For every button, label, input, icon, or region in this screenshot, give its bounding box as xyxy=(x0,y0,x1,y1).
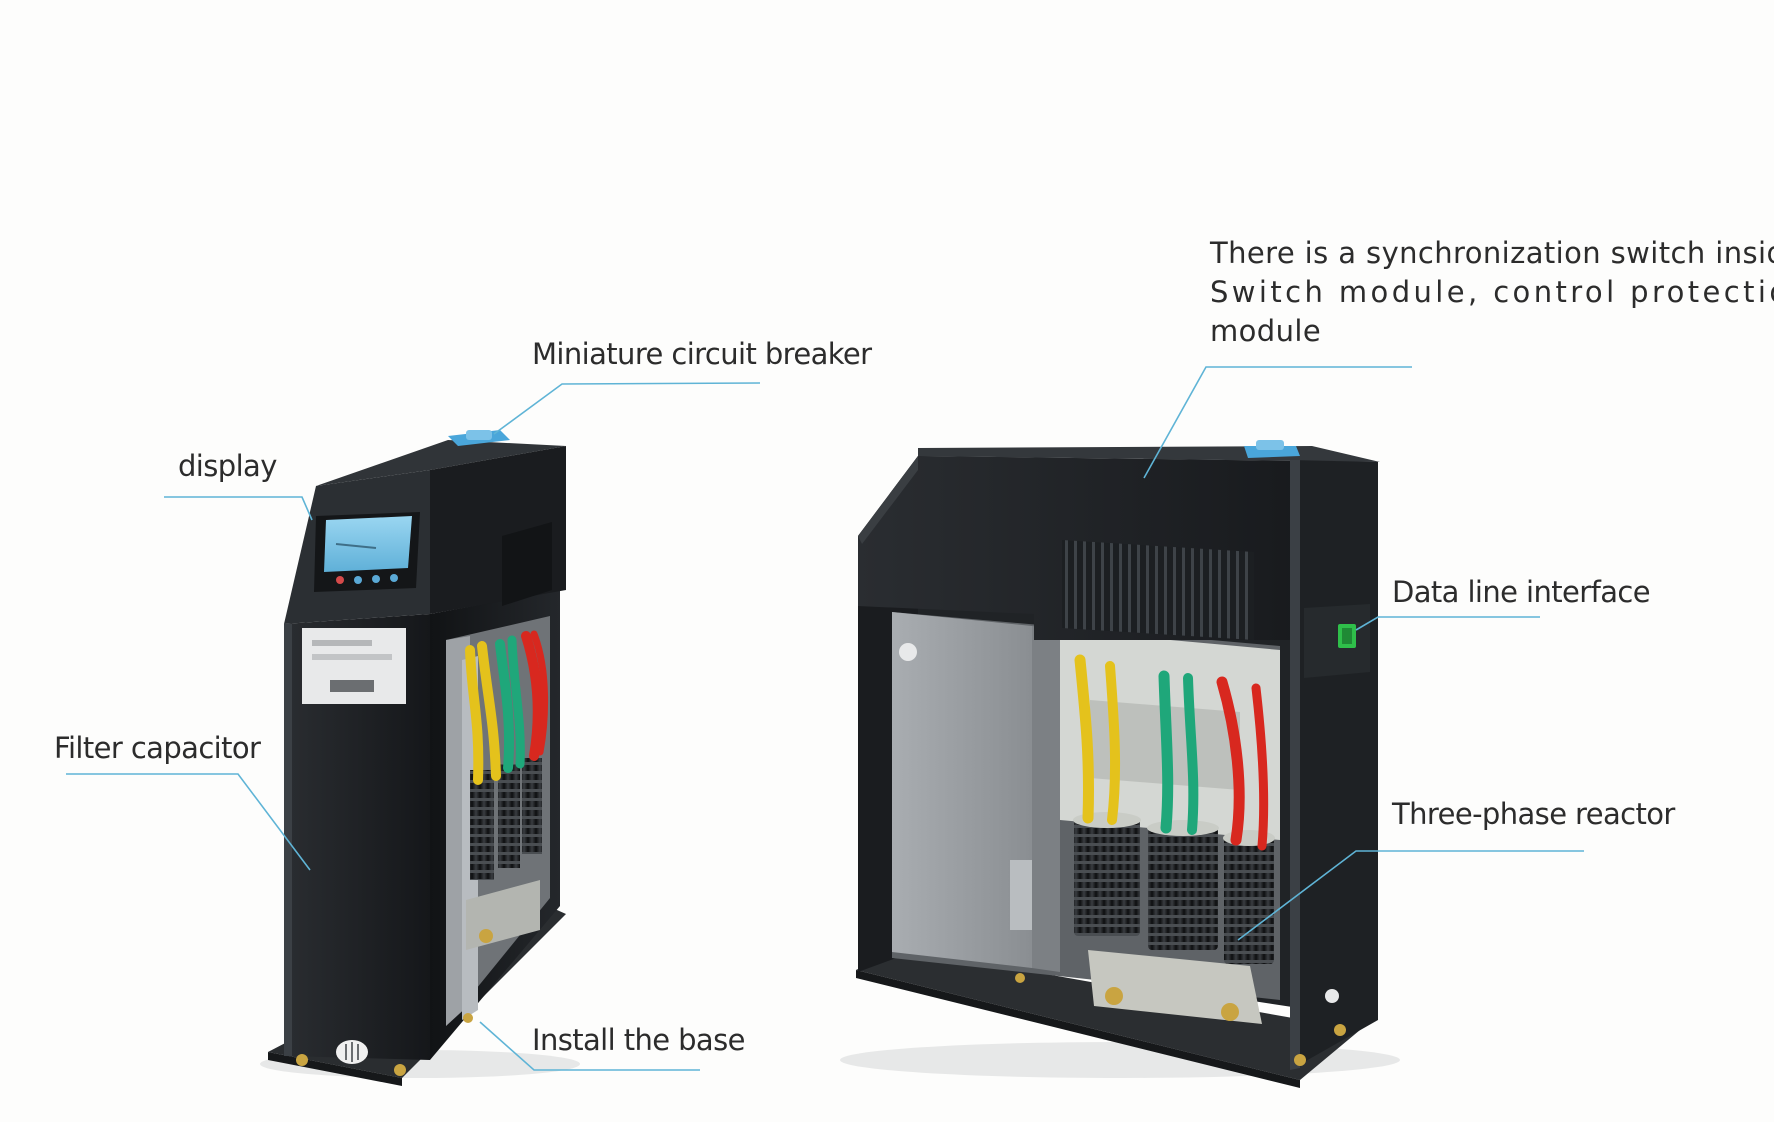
leader-display xyxy=(164,496,313,521)
right-cabinet xyxy=(840,440,1400,1088)
label-sync-switch-line3: module xyxy=(1210,314,1322,348)
label-sync-switch-line1: There is a synchronization switch inside xyxy=(1210,236,1774,270)
label-display: display xyxy=(178,449,277,483)
label-data-line-interface: Data line interface xyxy=(1392,575,1651,609)
leader-install-the-base xyxy=(479,1021,700,1071)
leader-data-line-interface xyxy=(1355,616,1540,631)
label-miniature-circuit-breaker: Miniature circuit breaker xyxy=(532,337,872,371)
label-sync-switch-line2: Switch module, control protection xyxy=(1210,275,1774,309)
left-cabinet xyxy=(260,430,580,1086)
label-three-phase-reactor: Three-phase reactor xyxy=(1392,797,1675,831)
label-sync-switch: There is a synchronization switch inside… xyxy=(1210,234,1774,351)
label-filter-capacitor: Filter capacitor xyxy=(54,731,261,765)
leader-lines xyxy=(66,366,1584,1071)
leader-sync-switch xyxy=(1143,366,1412,479)
leader-miniature-circuit-breaker xyxy=(493,382,761,435)
leader-filter-capacitor xyxy=(66,773,311,871)
leader-three-phase-reactor xyxy=(1237,850,1584,941)
label-install-the-base: Install the base xyxy=(532,1023,745,1057)
